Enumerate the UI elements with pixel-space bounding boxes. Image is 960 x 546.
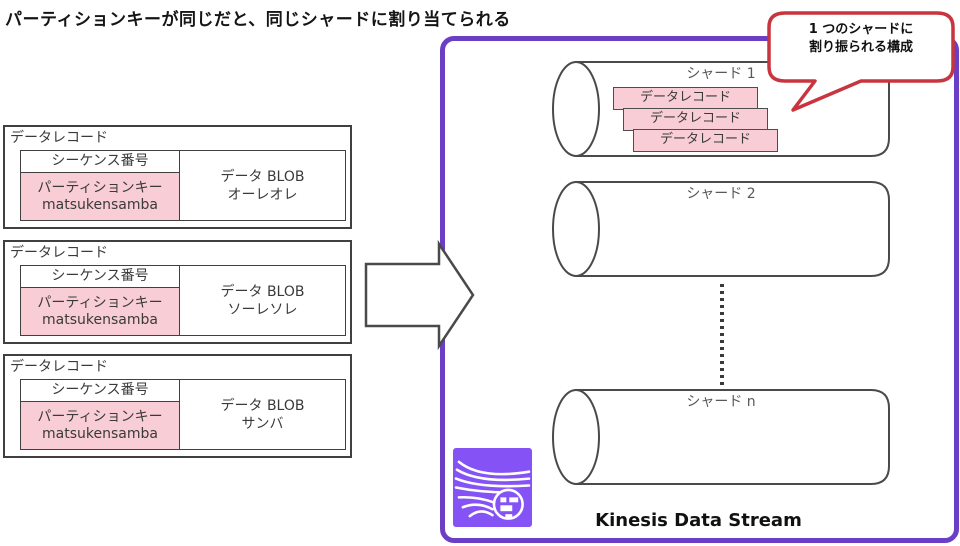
partition-key-label: パーティションキー [37, 179, 163, 196]
shard-n-cylinder [552, 389, 890, 485]
data-record-card-1: データレコード シーケンス番号 パーティションキー matsukensamba … [3, 125, 352, 229]
blob-value: ソーレソレ [227, 301, 298, 318]
record-title: データレコード [10, 359, 108, 375]
record-table: シーケンス番号 パーティションキー matsukensamba データ BLOB… [20, 150, 346, 221]
data-blob-cell: データ BLOB ソーレソレ [180, 266, 345, 335]
flow-arrow [364, 240, 475, 350]
record-table: シーケンス番号 パーティションキー matsukensamba データ BLOB… [20, 379, 346, 450]
callout-line-2: 割り振られる構成 [808, 40, 913, 55]
record-title: データレコード [10, 130, 108, 146]
data-record-card-2: データレコード シーケンス番号 パーティションキー matsukensamba … [3, 240, 352, 344]
shard-record-chip: データレコード [633, 129, 778, 152]
shard-n-label: シャード n [686, 394, 756, 410]
data-record-card-3: データレコード シーケンス番号 パーティションキー matsukensamba … [3, 354, 352, 458]
shard-record-chip: データレコード [613, 87, 758, 110]
data-blob-cell: データ BLOB サンバ [180, 380, 345, 449]
record-key-column: シーケンス番号 パーティションキー matsukensamba [21, 151, 180, 220]
partition-key-value: matsukensamba [42, 425, 158, 442]
shard-record-chip: データレコード [623, 108, 768, 131]
page-title: パーティションキーが同じだと、同じシャードに割り当てられる [5, 10, 511, 30]
shard-2-cylinder [552, 181, 890, 277]
partition-key-cell: パーティションキー matsukensamba [21, 288, 179, 335]
callout-text: 1 つのシャードに 割り振られる構成 [769, 21, 953, 57]
data-blob-cell: データ BLOB オーレオレ [180, 151, 345, 220]
partition-key-label: パーティションキー [37, 408, 163, 425]
blob-label: データ BLOB [220, 283, 305, 300]
shard-1-label: シャード 1 [686, 66, 756, 82]
shard-2-label: シャード 2 [686, 186, 756, 202]
record-table: シーケンス番号 パーティションキー matsukensamba データ BLOB… [20, 265, 346, 336]
blob-value: オーレオレ [227, 186, 298, 203]
callout-line-1: 1 つのシャードに [808, 22, 914, 37]
kinesis-data-stream-icon [453, 448, 532, 527]
record-title: データレコード [10, 245, 108, 261]
partition-key-label: パーティションキー [37, 294, 163, 311]
sequence-number-cell: シーケンス番号 [21, 151, 179, 173]
partition-key-value: matsukensamba [42, 311, 158, 328]
blob-value: サンバ [241, 415, 284, 432]
partition-key-cell: パーティションキー matsukensamba [21, 173, 179, 220]
blob-label: データ BLOB [220, 168, 305, 185]
sequence-number-cell: シーケンス番号 [21, 380, 179, 402]
sequence-number-cell: シーケンス番号 [21, 266, 179, 288]
partition-key-value: matsukensamba [42, 196, 158, 213]
blob-label: データ BLOB [220, 397, 305, 414]
vertical-ellipsis [720, 284, 724, 386]
partition-key-cell: パーティションキー matsukensamba [21, 402, 179, 449]
callout-bubble [767, 11, 955, 112]
record-key-column: シーケンス番号 パーティションキー matsukensamba [21, 380, 180, 449]
stream-caption: Kinesis Data Stream [595, 510, 802, 531]
record-key-column: シーケンス番号 パーティションキー matsukensamba [21, 266, 180, 335]
